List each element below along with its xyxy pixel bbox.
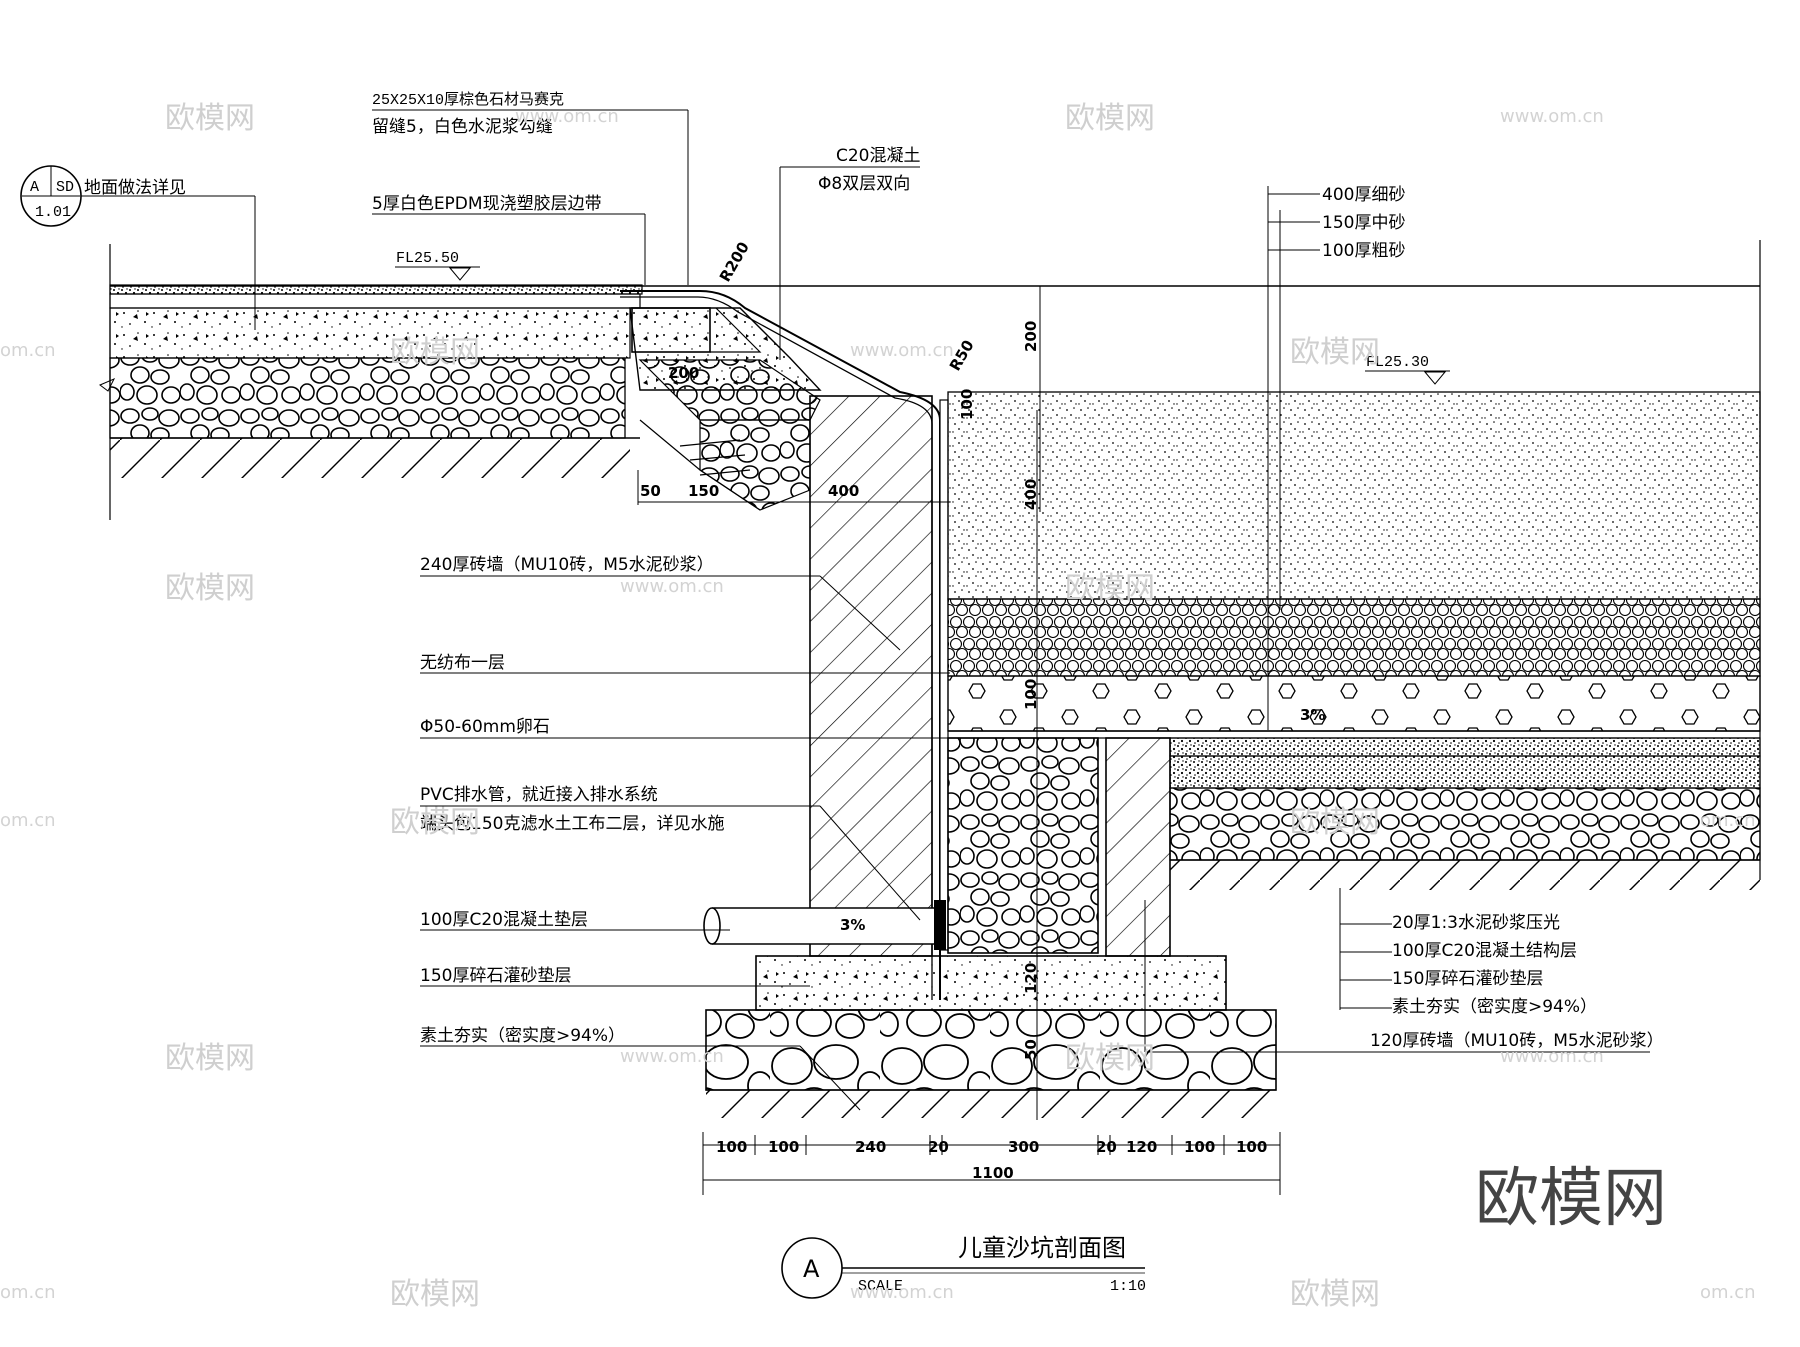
title-block: A 儿童沙坑剖面图 SCALE 1:10 (781, 1234, 1146, 1299)
level-fl2550: FL25.50 (396, 250, 459, 267)
watermark-11: 欧模网 (390, 1277, 480, 1312)
drawing-title: 儿童沙坑剖面图 (958, 1234, 1126, 1262)
label-coarse-sand: 100厚粗砂 (1322, 241, 1405, 261)
dim-200-curb: 200 (668, 364, 699, 382)
dim-400: 400 (828, 482, 859, 500)
label-gravel-right: 150厚碎石灌砂垫层 (1392, 969, 1543, 989)
scale-value: 1:10 (1110, 1278, 1146, 1295)
dim-400-vert: 400 (1022, 479, 1040, 510)
watermark-9: 欧模网 (165, 1041, 255, 1076)
watermark-10: 欧模网 (1065, 1041, 1155, 1076)
total-dim: 1100 (972, 1164, 1014, 1182)
watermark-url-4: www.om.cn (620, 576, 724, 597)
leader-lines (80, 109, 1650, 1111)
slope-3pct-top: 3% (1300, 706, 1325, 724)
left-paving (99, 244, 643, 520)
watermark-8: 欧模网 (1290, 805, 1380, 840)
dim-50-vert: 50 (1022, 1039, 1040, 1060)
scale-label: SCALE (858, 1278, 903, 1295)
label-medium-sand: 150厚中砂 (1322, 213, 1405, 233)
watermark-cn-3: om.cn (1700, 810, 1756, 831)
label-joint: 留缝5，白色水泥浆勾缝 (372, 117, 553, 137)
watermark-url-7: www.om.cn (850, 1282, 954, 1303)
label-rebar: Φ8双层双向 (818, 174, 910, 194)
label-soil-left: 素土夯实（密实度>94%） (420, 1026, 625, 1046)
watermark-url-1: www.om.cn (515, 106, 619, 127)
label-wall-120: 120厚砖墙（MU10砖，M5水泥砂浆） (1370, 1031, 1664, 1051)
watermark-6: 欧模网 (1065, 571, 1155, 606)
detail-reference-bubble: A SD 1.01 地面做法详见 (20, 165, 186, 227)
label-epdm: 5厚白色EPDM现浇塑胶层边带 (372, 194, 602, 214)
pebble-drain (947, 737, 1099, 954)
watermark-url-3: www.om.cn (850, 340, 954, 361)
ref-text: 地面做法详见 (84, 178, 186, 198)
label-c20-base: 100厚C20混凝土垫层 (420, 910, 588, 930)
bottom-dim-1: 100 (716, 1138, 747, 1156)
watermark-12: 欧模网 (1290, 1277, 1380, 1312)
bottom-dim-6: 20 (1096, 1138, 1117, 1156)
bottom-dim-9: 100 (1236, 1138, 1267, 1156)
dim-200-vert: 200 (1022, 321, 1040, 352)
label-gravel-left: 150厚碎石灌砂垫层 (420, 966, 571, 986)
dim-100-vert-b: 100 (1022, 679, 1040, 710)
label-c20: C20混凝土 (836, 146, 921, 166)
label-wall-240: 240厚砖墙（MU10砖，M5水泥砂浆） (420, 555, 714, 575)
bottom-dim-5: 300 (1008, 1138, 1039, 1156)
brick-wall-120 (1105, 737, 1171, 957)
watermark-cn-2: om.cn (0, 810, 56, 831)
label-nonwoven: 无纺布一层 (420, 653, 505, 673)
footing (705, 955, 1277, 1118)
title-section-id: A (803, 1255, 820, 1283)
bottom-dim-4: 20 (928, 1138, 949, 1156)
bottom-dim-3: 240 (855, 1138, 886, 1156)
watermark-1: 欧模网 (165, 101, 255, 136)
brand-logo-watermark: 欧模网 (1475, 1162, 1667, 1236)
watermark-cn-5: om.cn (1700, 1282, 1756, 1303)
watermark-4: 欧模网 (1290, 335, 1380, 370)
dim-100-vert: 100 (958, 389, 976, 420)
dim-50: 50 (640, 482, 661, 500)
watermarks: 欧模网 www.om.cn 欧模网 www.om.cn om.cn 欧模网 ww… (0, 101, 1756, 1312)
dim-120-vert: 120 (1022, 963, 1040, 994)
nonwoven-layer (939, 399, 949, 951)
watermark-5: 欧模网 (165, 571, 255, 606)
bottom-dim-2: 100 (768, 1138, 799, 1156)
dim-150: 150 (688, 482, 719, 500)
watermark-7: 欧模网 (390, 805, 480, 840)
ref-letter: A (30, 179, 39, 196)
small-dimensions: 200 50 150 400 200 100 400 100 3% 3% 120… (637, 286, 1325, 1060)
label-geotextile: 端头包150克滤水土工布二层，详见水施 (420, 814, 724, 834)
label-pebble: Φ50-60mm卵石 (420, 717, 550, 737)
watermark-url-2: www.om.cn (1500, 106, 1604, 127)
watermark-3: 欧模网 (390, 335, 480, 370)
level-fl2530: FL25.30 (1366, 354, 1429, 371)
ref-sheet: SD (56, 179, 74, 196)
bottom-dim-8: 100 (1184, 1138, 1215, 1156)
label-soil-right: 素土夯实（密实度>94%） (1392, 997, 1597, 1017)
watermark-url-5: www.om.cn (620, 1046, 724, 1067)
bottom-dim-7: 120 (1126, 1138, 1157, 1156)
level-marker-right: FL25.30 (1365, 354, 1450, 385)
sand-pit (947, 391, 1761, 739)
label-fine-sand: 400厚细砂 (1322, 185, 1405, 205)
slope-3pct-pipe: 3% (840, 916, 865, 934)
ref-number: 1.01 (35, 204, 71, 221)
label-mosaic: 25X25X10厚棕色石材马赛克 (372, 91, 564, 109)
bottom-dimension-chain (702, 1132, 1281, 1195)
level-marker-left: FL25.50 (395, 250, 480, 281)
label-mortar: 20厚1:3水泥砂浆压光 (1392, 913, 1560, 933)
pvc-drain-pipe (703, 900, 946, 950)
watermark-2: 欧模网 (1065, 101, 1155, 136)
bottom-dimension-labels: 100 100 240 20 300 20 120 100 100 1100 (716, 1138, 1267, 1182)
watermark-url-6: www.om.cn (1500, 1046, 1604, 1067)
label-c20-struct: 100厚C20混凝土结构层 (1392, 941, 1577, 961)
right-paving (1169, 737, 1761, 890)
watermark-cn-1: om.cn (0, 340, 56, 361)
brick-wall-240 (809, 395, 933, 957)
radius-r200: R200 (716, 239, 753, 285)
watermark-cn-4: om.cn (0, 1282, 56, 1303)
label-pvc-pipe: PVC排水管，就近接入排水系统 (420, 785, 658, 805)
